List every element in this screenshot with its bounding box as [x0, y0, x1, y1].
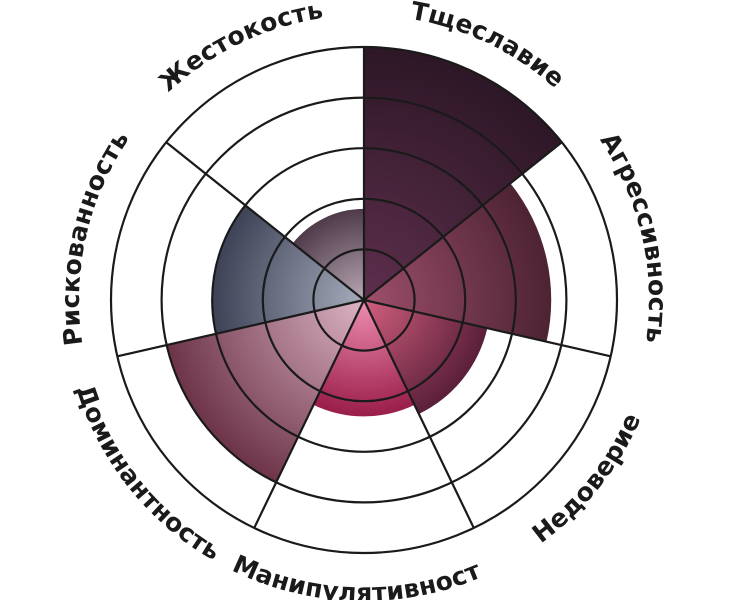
sector-7: [292, 208, 364, 300]
category-label-text: Жестокость: [153, 0, 325, 97]
sector-6: [212, 205, 364, 334]
category-label-text: Агрессивность: [595, 127, 672, 345]
category-label-text: Рискованность: [56, 125, 134, 347]
grid-spoke-6: [117, 298, 365, 358]
category-label: Агрессивность: [595, 127, 672, 345]
grid-layer: [109, 45, 619, 555]
grid-spoke-5: [253, 299, 365, 529]
sector-4: [313, 300, 415, 417]
grid-spoke-3: [363, 298, 611, 358]
sector-3: [364, 300, 488, 414]
sector-1: [364, 47, 562, 300]
grid-spoke-7: [165, 141, 365, 301]
grid-spoke-2: [363, 141, 563, 301]
category-label: Жестокость: [153, 0, 325, 97]
grid-spoke-4: [363, 299, 475, 529]
category-label: Рискованность: [56, 125, 135, 347]
